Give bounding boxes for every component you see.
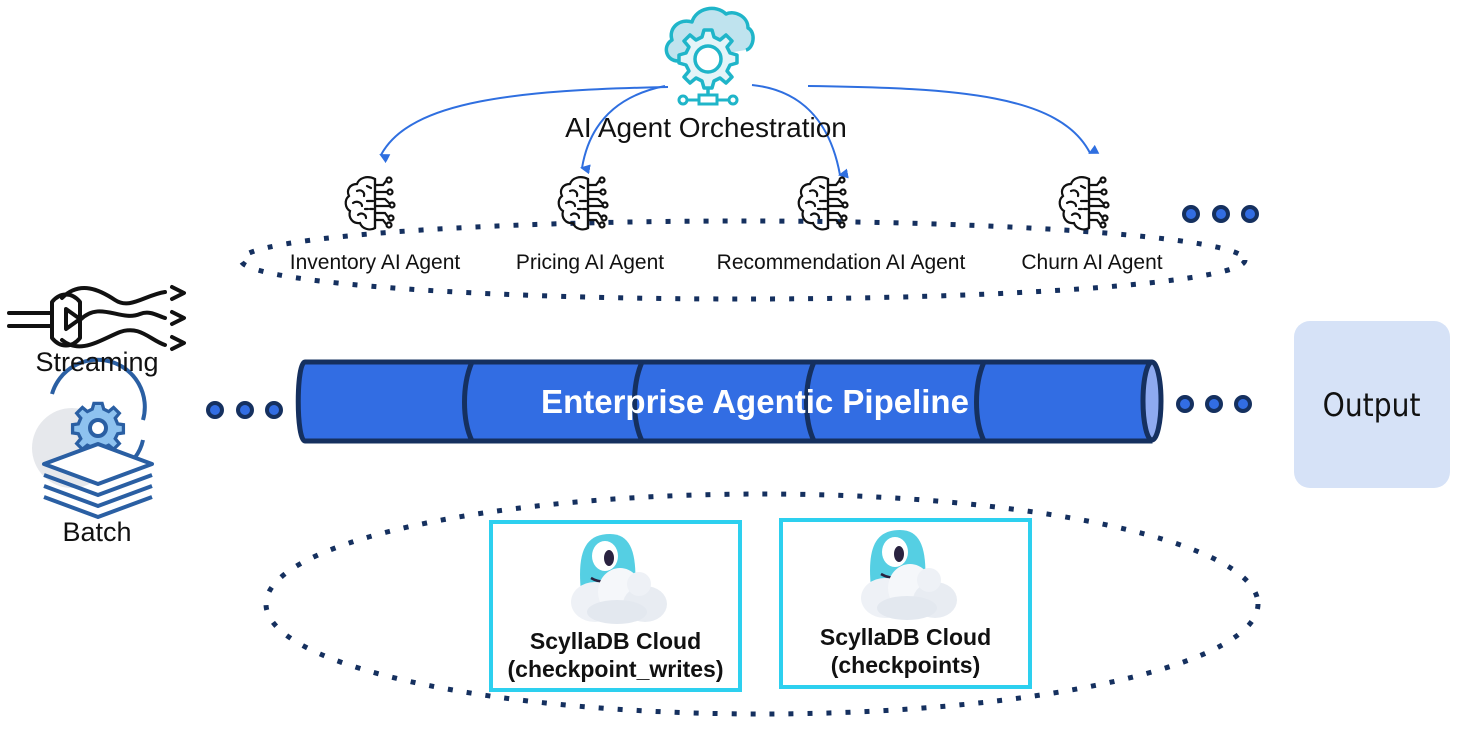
ai-brain-icon [344, 176, 396, 231]
arrow-to-inventory-agent [379, 86, 669, 164]
source-label-streaming: Streaming [35, 347, 159, 377]
agent-label-inventory: Inventory AI Agent [289, 251, 461, 274]
agent-label-churn: Churn AI Agent [1021, 251, 1163, 274]
scylladb-monster-cloud-icon [861, 530, 957, 620]
agents-group-ellipse [238, 218, 1248, 302]
orchestration-label: AI Agent Orchestration [565, 112, 847, 143]
database-subtitle: (checkpoints) [830, 652, 981, 678]
ai-brain-icon [1058, 176, 1110, 231]
pipeline-label: Enterprise Agentic Pipeline [541, 383, 969, 420]
database-group-ellipse [263, 491, 1261, 717]
output-ellipsis-icon [1176, 395, 1252, 413]
database-card-checkpoints[interactable]: ScyllaDB Cloud (checkpoints) [779, 518, 1032, 689]
output-box[interactable]: Output [1294, 321, 1450, 488]
batch-gear-stack-icon [32, 357, 154, 519]
output-label: Output [1323, 385, 1421, 424]
arrow-to-pricing-agent [580, 85, 666, 175]
arrow-to-churn-agent [807, 85, 1100, 154]
input-ellipsis-icon [206, 401, 283, 419]
cloud-gear-network-icon [664, 6, 755, 106]
scylladb-monster-cloud-icon [571, 534, 667, 624]
pipeline-tube [295, 359, 1164, 444]
agent-label-pricing: Pricing AI Agent [515, 251, 665, 274]
more-agents-ellipsis-icon [1182, 205, 1259, 223]
ai-brain-icon [557, 176, 609, 231]
database-card-checkpoint-writes[interactable]: ScyllaDB Cloud (checkpoint_writes) [489, 520, 742, 692]
agent-label-recommendation: Recommendation AI Agent [716, 251, 966, 274]
arrow-to-recommendation-agent [751, 84, 849, 179]
streaming-plug-icon [7, 285, 186, 351]
database-title: ScyllaDB Cloud [529, 628, 702, 654]
source-label-batch: Batch [62, 517, 132, 547]
database-subtitle: (checkpoint_writes) [507, 656, 724, 682]
database-title: ScyllaDB Cloud [819, 624, 992, 650]
